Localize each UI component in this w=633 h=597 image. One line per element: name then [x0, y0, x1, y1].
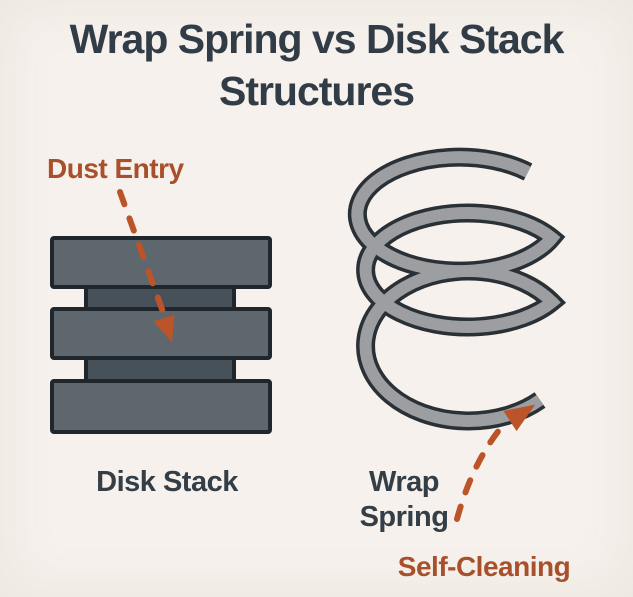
self-cleaning-arrow-line	[454, 421, 507, 522]
page-title: Wrap Spring vs Disk Stack Structures	[0, 14, 633, 117]
wrap-spring-label-line2: Spring	[359, 501, 449, 534]
spring-coil-outline	[347, 147, 567, 431]
disk	[50, 379, 272, 434]
dust-entry-arrowhead-icon	[153, 314, 175, 343]
disk-stack-label: Disk Stack	[96, 466, 238, 498]
spring-coil-body	[351, 151, 561, 427]
dust-entry-label: Dust Entry	[47, 153, 184, 184]
wrap-spring-figure	[347, 147, 567, 431]
page-title-line1: Wrap Spring vs Disk Stack	[69, 16, 565, 62]
disk	[50, 236, 272, 289]
page-title-line2: Structures	[218, 67, 415, 114]
disk-stack-figure	[50, 236, 272, 434]
self-cleaning-arrow	[454, 404, 536, 522]
wrap-spring-label: Wrap Spring	[360, 465, 449, 536]
wrap-spring-label-line1: Wrap	[369, 466, 439, 498]
disk	[50, 307, 272, 360]
dust-entry-arrow	[117, 189, 175, 343]
self-cleaning-arrowhead-icon	[503, 404, 536, 432]
self-cleaning-label: Self-Cleaning	[397, 551, 571, 582]
dust-entry-arrow-line	[117, 189, 166, 315]
